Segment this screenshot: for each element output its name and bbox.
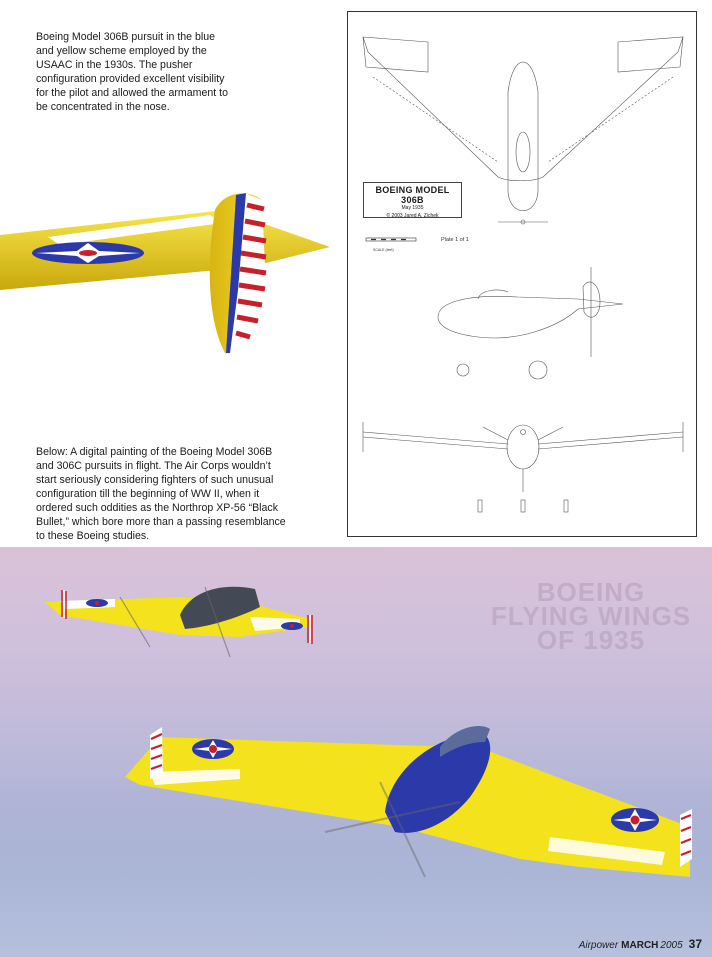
plate-label: Plate 1 of 1 — [441, 237, 469, 243]
aircraft-far — [45, 586, 313, 658]
issue-year: 2005 — [660, 940, 683, 951]
caption-top: Boeing Model 306B pursuit in the blue an… — [36, 31, 228, 113]
drawing-copyright: © 2003 Jared A. Zichek — [386, 213, 439, 219]
scale-label: SCALE (feet) — [373, 248, 394, 252]
three-view-drawing: BOEING MODEL 306B May 1935 © 2003 Jared … — [347, 11, 697, 537]
drawing-title-block: BOEING MODEL 306B May 1935 © 2003 Jared … — [363, 182, 462, 219]
page-number: 37 — [688, 937, 702, 951]
drawing-title: BOEING MODEL 306B — [375, 185, 450, 205]
tail-render-image — [0, 185, 340, 360]
caption-bottom: Below: A digital painting of the Boeing … — [36, 446, 286, 542]
background-article-title: BOEING FLYING WINGS OF 1935 — [490, 577, 692, 655]
drawing-date: May 1935 — [401, 205, 424, 211]
aircraft-near — [125, 726, 692, 878]
flight-painting: BOEING FLYING WINGS OF 1935 — [0, 547, 712, 957]
publication-name: Airpower — [578, 940, 619, 951]
issue-month: MARCH — [621, 940, 659, 951]
